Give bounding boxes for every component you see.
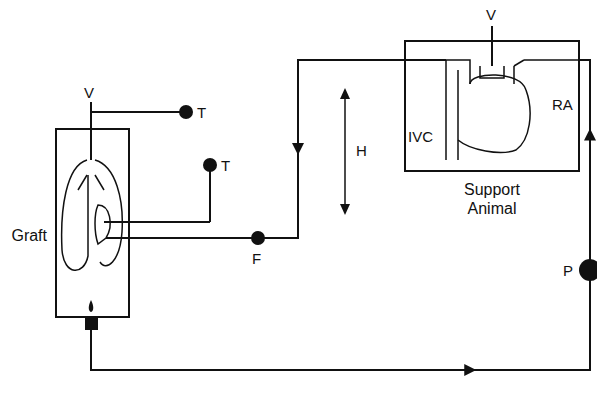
ventilator-line [90, 102, 92, 160]
transducer [203, 158, 217, 172]
ventilator-label: V [84, 84, 94, 101]
cannula [106, 237, 130, 239]
tubing-line [130, 60, 404, 238]
pump-label: P [563, 262, 573, 279]
ventilator-label: V [486, 6, 496, 23]
chamber-label: RA [552, 96, 573, 113]
right-atrium [458, 75, 530, 152]
tubing-line [91, 60, 590, 370]
transducer-label: T [197, 104, 206, 121]
node-label: Graft [11, 226, 47, 245]
arrow-head [584, 128, 596, 140]
drop [89, 300, 94, 312]
right-lung [95, 160, 122, 266]
height-label: H [356, 142, 367, 159]
drain [85, 318, 98, 330]
arrow-head [464, 364, 476, 376]
transducer [179, 105, 193, 119]
node-label: Support Animal [446, 180, 538, 218]
tubing-connector [130, 60, 404, 238]
vessel-label: IVC [408, 128, 433, 145]
left-lung [62, 160, 88, 270]
pressure-line [104, 221, 210, 223]
vent-line [491, 26, 493, 66]
flow-label: F [252, 250, 261, 267]
tubing-connector [91, 60, 596, 376]
pressure-line [91, 111, 186, 113]
arrow-head [292, 143, 304, 155]
transducer-label: T [221, 157, 230, 174]
ivc-vessel [446, 60, 458, 160]
pump [579, 259, 597, 281]
graft-chamber: Graft [55, 128, 130, 318]
height-arrow [344, 96, 346, 208]
